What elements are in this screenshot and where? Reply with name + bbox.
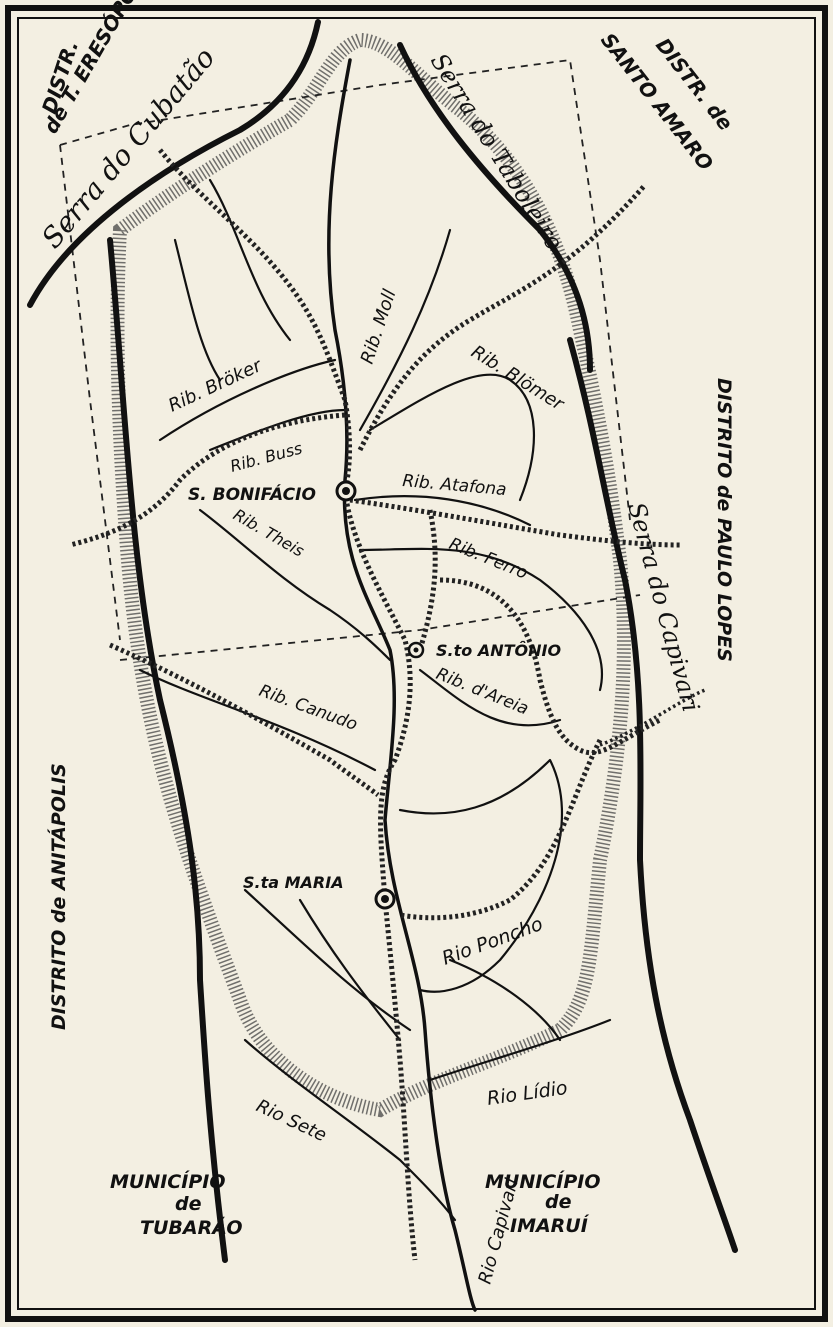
road-main bbox=[158, 148, 418, 1261]
map-frame-inner bbox=[17, 17, 816, 1310]
river-lidio bbox=[428, 1018, 612, 1082]
marker-sao-bonifacio bbox=[335, 480, 357, 502]
label-mun-imarui-3: IMARUÍ bbox=[510, 1214, 590, 1237]
river-ferro bbox=[358, 547, 603, 692]
label-rio-lidio: Rio Lídio bbox=[486, 1077, 569, 1110]
valley-outline-hatch bbox=[110, 32, 631, 1118]
label-rib-theis: Rib. Theis bbox=[230, 505, 307, 561]
road-ferro-loop bbox=[439, 577, 662, 756]
label-sao-bonifacio: S. BONIFÁCIO bbox=[188, 483, 316, 505]
river-theis bbox=[198, 508, 392, 662]
label-santo-antonio: S.to ANTÔNIO bbox=[436, 640, 561, 660]
label-santa-maria: S.ta MARIA bbox=[243, 873, 344, 892]
label-mun-tubarao-1: MUNICÍPIO bbox=[110, 1170, 225, 1193]
label-rio-poncho: Rio Poncho bbox=[439, 913, 546, 970]
label-distr-anitapolis: DISTRITO de ANITÁPOLIS bbox=[47, 763, 70, 1030]
river-south-branch-2 bbox=[298, 898, 402, 1042]
district-limit-west bbox=[59, 144, 121, 641]
river-sete bbox=[243, 1038, 457, 1222]
river-capivari-main bbox=[327, 58, 477, 1312]
district-limit-north bbox=[59, 58, 631, 521]
label-rib-ferro: Rib. Ferro bbox=[446, 534, 530, 584]
road-poncho bbox=[399, 738, 603, 921]
marker-santo-antonio bbox=[407, 641, 425, 659]
label-rib-buss: Rib. Buss bbox=[228, 438, 304, 475]
river-atafona bbox=[353, 495, 532, 527]
river-moll bbox=[358, 228, 452, 432]
ridge-west bbox=[107, 237, 228, 1263]
river-poncho bbox=[398, 758, 563, 993]
label-mun-imarui-2: de bbox=[545, 1191, 572, 1213]
map-frame-outer bbox=[5, 5, 828, 1322]
ridge-serra-cubatao bbox=[27, 19, 321, 308]
label-mun-tubarao-2: de bbox=[175, 1193, 202, 1215]
road-canudo bbox=[108, 642, 380, 797]
marker-santa-maria bbox=[374, 888, 396, 910]
label-rib-blomer: Rib. Blömer bbox=[467, 341, 568, 415]
river-broker-branch-1 bbox=[173, 238, 222, 382]
ridge-serra-taboleiro bbox=[397, 42, 593, 373]
river-broker-branch-2 bbox=[208, 178, 292, 342]
road-bonifacio-west bbox=[69, 412, 346, 548]
ridge-serra-capivari bbox=[567, 337, 738, 1253]
label-rio-sete: Rio Sete bbox=[253, 1095, 330, 1146]
river-broker bbox=[158, 358, 337, 442]
road-bonifacio-east bbox=[349, 497, 681, 548]
district-limit-middle bbox=[119, 594, 641, 661]
label-rib-moll: Rib. Moll bbox=[357, 287, 401, 367]
label-mun-imarui-1: MUNICÍPIO bbox=[485, 1170, 600, 1193]
label-serra-taboleiro: Serra do Taboleiro bbox=[425, 48, 569, 255]
label-serra-capivari: Serra do Capivari bbox=[622, 499, 705, 715]
label-distr-paulo-lopes: DISTRITO de PAULO LOPES bbox=[713, 378, 735, 662]
river-areia bbox=[418, 668, 562, 727]
road-north-east bbox=[357, 183, 647, 452]
label-mun-tubarao-3: TUBARÃO bbox=[140, 1215, 242, 1239]
river-south-branch-3 bbox=[448, 958, 562, 1042]
river-blomer bbox=[368, 373, 535, 502]
river-south-branch-1 bbox=[243, 888, 412, 1032]
